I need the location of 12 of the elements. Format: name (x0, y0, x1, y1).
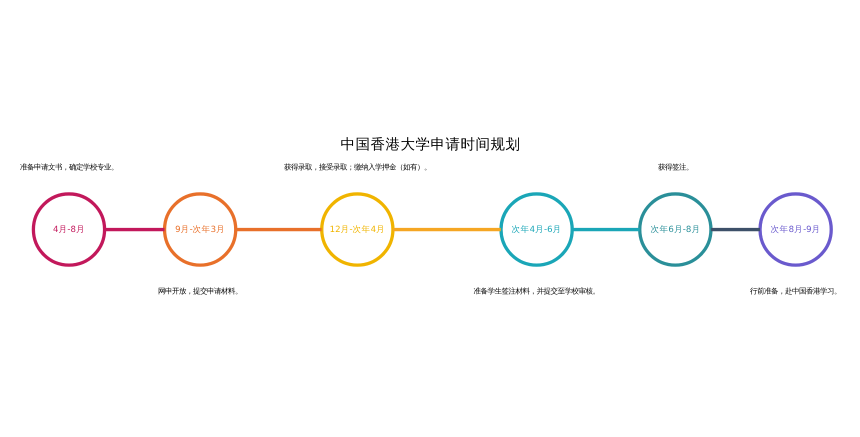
connector (710, 227, 760, 231)
connector (235, 227, 322, 231)
node-circle: 次年8月-9月 (758, 192, 832, 266)
diagram-title: 中国香港大学申请时间规划 (340, 136, 520, 152)
node-circle: 次年4月-6月 (498, 192, 574, 266)
node-circle: 次年6月-8月 (638, 192, 712, 266)
node-circle: 9月-次年3月 (162, 192, 237, 266)
connector (392, 227, 500, 231)
node-circle: 4月-8月 (31, 192, 106, 266)
node-circle: 12月-次年4月 (320, 192, 394, 266)
connector (572, 227, 640, 231)
connector (104, 227, 164, 231)
